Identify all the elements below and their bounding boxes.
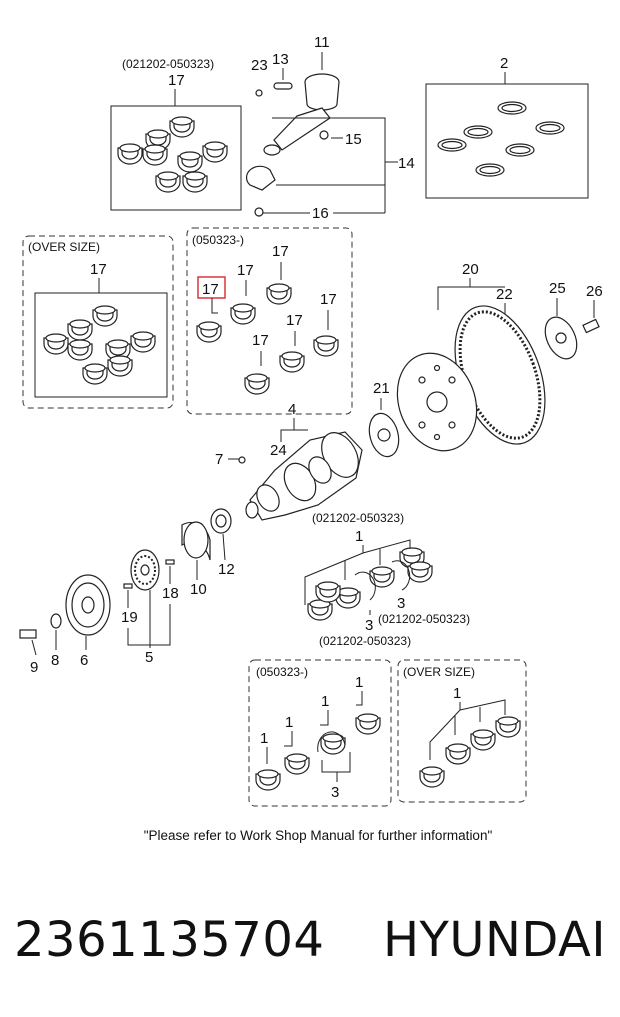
callout-8: 8 <box>51 652 59 669</box>
callout-17-d: 17 <box>320 291 337 308</box>
callout-18: 18 <box>162 585 179 602</box>
callout-17-e: 17 <box>252 332 269 349</box>
crankshaft-assembly: 4 24 7 <box>215 401 363 521</box>
note-from-050323-top: (050323-) <box>192 233 244 247</box>
part-number: 2361135704 <box>14 912 325 968</box>
main-bearing-set-early: (021202-050323) 1 3 3 (021202-050323) (0… <box>304 511 470 648</box>
callout-3-b: 3 <box>397 595 405 612</box>
callout-6: 6 <box>80 652 88 669</box>
callout-16: 16 <box>312 205 329 222</box>
bearing-set-17-late: (050323-) 17 17 17 17 17 17 <box>186 227 353 415</box>
callout-1-a: 1 <box>355 674 363 691</box>
bearing-set-17-oversize: (OVER SIZE) 17 <box>22 235 174 409</box>
callout-24: 24 <box>270 442 287 459</box>
callout-3-c: 3 <box>331 784 339 801</box>
callout-4: 4 <box>288 401 296 418</box>
drive-plate-assembly: 20 22 21 25 26 <box>368 261 603 458</box>
callout-25: 25 <box>549 280 566 297</box>
brand-name: HYUNDAI <box>382 912 606 968</box>
callout-1-d: 1 <box>260 730 268 747</box>
callout-20: 20 <box>462 261 479 278</box>
callout-1-b: 1 <box>285 714 293 731</box>
callout-13: 13 <box>272 51 289 68</box>
callout-17-f: 17 <box>286 312 303 329</box>
callout-5: 5 <box>145 649 153 666</box>
note-range-main-a: (021202-050323) <box>312 511 404 525</box>
callout-15: 15 <box>345 131 362 148</box>
callout-10: 10 <box>190 581 207 598</box>
note-range-main-b: (021202-050323) <box>378 612 470 626</box>
callout-26: 26 <box>586 283 603 300</box>
main-bearing-set-oversize: (OVER SIZE) 1 <box>397 659 527 803</box>
callout-1-main: 1 <box>355 528 363 545</box>
callout-2: 2 <box>500 55 508 72</box>
piston-ring-set-2: 2 <box>425 55 589 199</box>
callout-19: 19 <box>121 609 138 626</box>
callout-23: 23 <box>251 57 268 74</box>
callout-17-top: 17 <box>168 72 185 89</box>
callout-3-a: 3 <box>365 617 373 634</box>
bearing-set-17-early: (021202-050323) 17 <box>110 57 242 211</box>
callout-17-highlight: 17 <box>202 281 219 298</box>
callout-12: 12 <box>218 561 235 578</box>
callout-9: 9 <box>30 659 38 676</box>
workshop-manual-note: "Please refer to Work Shop Manual for fu… <box>144 828 493 843</box>
callout-17-b: 17 <box>237 262 254 279</box>
note-range-main-c: (021202-050323) <box>319 634 411 648</box>
callout-21: 21 <box>373 380 390 397</box>
callout-22: 22 <box>496 286 513 303</box>
part-footer: 2361135704 HYUNDAI <box>0 900 620 980</box>
main-bearing-set-late: (050323-) 1 1 1 1 3 <box>248 659 392 807</box>
callout-1-c: 1 <box>321 693 329 710</box>
front-pulley-assembly: 12 10 18 19 5 6 8 9 <box>19 508 235 676</box>
callout-17-oversize: 17 <box>90 261 107 278</box>
note-oversize-left: (OVER SIZE) <box>28 240 100 254</box>
note-range-top: (021202-050323) <box>122 57 214 71</box>
note-from-050323-bottom: (050323-) <box>256 665 308 679</box>
piston-rod-assembly: 11 13 23 15 14 16 <box>245 34 415 222</box>
callout-17-c: 17 <box>272 243 289 260</box>
callout-1-oversize: 1 <box>453 685 461 702</box>
callout-14: 14 <box>398 155 415 172</box>
callout-7: 7 <box>215 451 223 468</box>
parts-diagram: (021202-050323) 17 11 13 23 15 14 16 2 <box>19 34 603 843</box>
callout-11: 11 <box>314 34 330 51</box>
note-oversize-right: (OVER SIZE) <box>403 665 475 679</box>
